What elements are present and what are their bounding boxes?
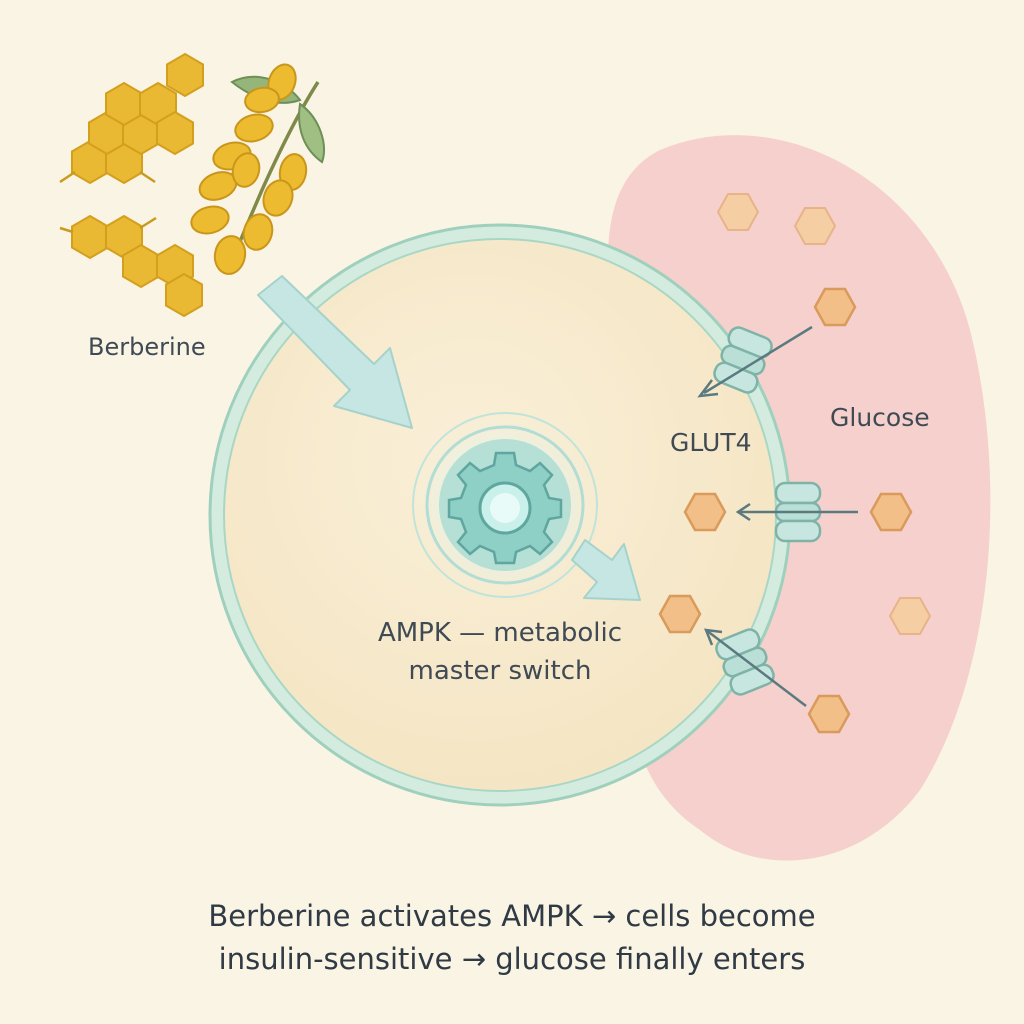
glucose-label: Glucose <box>830 403 930 432</box>
glut4-transporter-icon <box>735 481 858 543</box>
ampk-label: AMPK — metabolic master switch <box>350 614 650 690</box>
ampk-label-line2: master switch <box>408 656 592 686</box>
barberry-plant-icon <box>190 63 325 275</box>
ampk-label-line1: AMPK — metabolic <box>377 618 623 648</box>
glucose-molecule-icon <box>813 287 857 327</box>
berberine-molecule-icon <box>59 215 203 317</box>
glucose-molecule-icon <box>717 193 759 231</box>
glut4-transporter-icon <box>697 323 813 398</box>
glucose-molecule-icon <box>807 694 851 734</box>
activation-arrow-icon <box>571 539 641 601</box>
glucose-molecule-icon <box>658 594 702 634</box>
glucose-molecule-icon <box>794 207 836 245</box>
caption-line1: Berberine activates AMPK → cells become <box>208 899 816 933</box>
ampk-gear-icon <box>405 405 605 605</box>
glucose-molecule-icon <box>869 492 913 532</box>
berberine-label: Berberine <box>88 333 206 361</box>
glut4-label: GLUT4 <box>670 428 752 457</box>
activation-arrow-icon <box>257 275 413 429</box>
glucose-molecule-icon <box>683 492 727 532</box>
caption-line2: insulin-sensitive → glucose finally ente… <box>218 942 806 976</box>
glucose-molecule-icon <box>889 597 931 635</box>
caption: Berberine activates AMPK → cells become … <box>112 895 912 981</box>
glut4-transporter-icon <box>704 625 807 707</box>
berberine-molecule-icon <box>59 53 204 184</box>
